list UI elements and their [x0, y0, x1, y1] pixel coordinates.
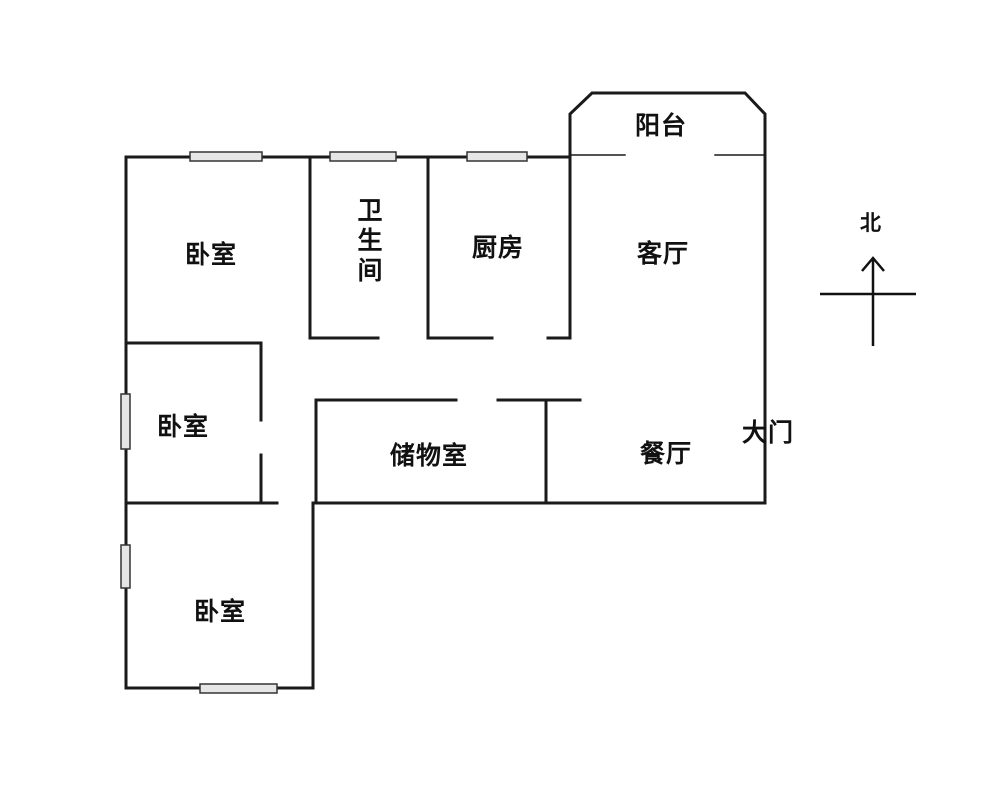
room-label-bathroom: 卫 生 间: [357, 196, 382, 286]
room-label-bedroom-top: 卧室: [184, 240, 238, 269]
room-label-storage: 储物室: [389, 441, 469, 470]
room-label-living-room: 客厅: [636, 239, 690, 268]
window-lower-bedroom-bottom: [199, 683, 278, 694]
window-top-bedroom: [189, 151, 263, 162]
entrance-label: 大门: [741, 418, 795, 447]
balcony-outline: [568, 91, 767, 159]
room-label-bedroom-middle: 卧室: [156, 412, 210, 441]
window-lower-bedroom-side: [120, 544, 131, 589]
room-label-balcony: 阳台: [634, 111, 688, 140]
wall-middle-bedroom: [124, 341, 263, 422]
room-label-dining-room: 餐厅: [639, 439, 693, 468]
window-middle-bedroom: [120, 393, 131, 450]
room-label-bedroom-bottom: 卧室: [193, 597, 247, 626]
compass: [820, 256, 916, 346]
room-label-kitchen: 厨房: [471, 233, 525, 262]
window-kitchen: [466, 151, 528, 162]
bathroom-char-1: 卫: [357, 196, 383, 225]
bathroom-char-2: 生: [357, 226, 383, 255]
compass-north-label: 北: [860, 211, 882, 235]
bathroom-char-3: 间: [357, 256, 383, 285]
window-bathroom: [329, 151, 397, 162]
